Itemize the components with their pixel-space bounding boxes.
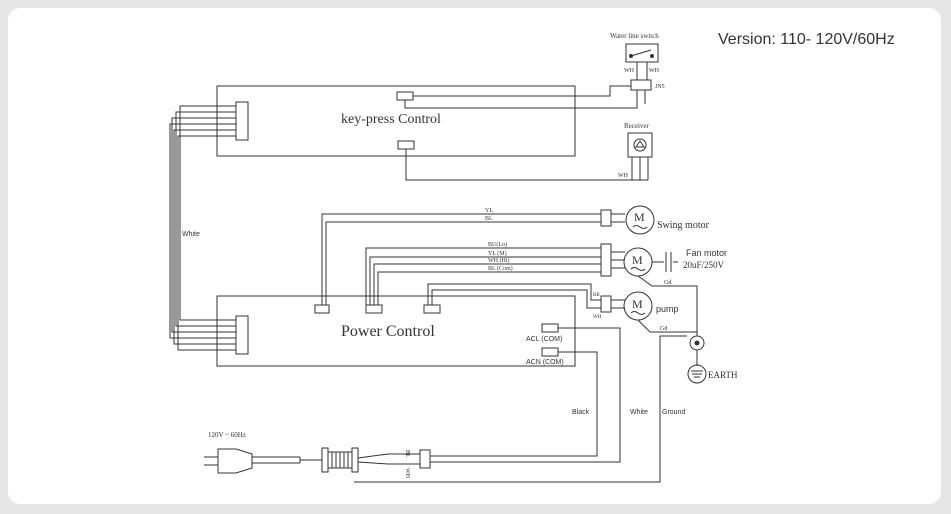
power-board-label: Power Control: [341, 323, 435, 340]
water-switch-wire-right: WH: [649, 68, 660, 74]
earth-label: EARTH: [708, 370, 738, 380]
wire-black-label: Black: [572, 409, 590, 416]
keypress-board-label: key-press Control: [341, 112, 441, 127]
jn5-connector: [630, 79, 652, 91]
fan-wire-com: BL (Com): [488, 265, 513, 272]
wire-ground-label: Ground: [662, 409, 685, 416]
water-switch-wire-left: WH: [624, 68, 635, 74]
swing-motor-icon: [625, 205, 655, 235]
power-connector-fan: [365, 304, 383, 314]
acl-terminal: [541, 323, 559, 333]
fan-wire-m: YL (M): [488, 250, 507, 257]
water-switch-body: [625, 43, 659, 63]
wire-white-label: White: [630, 409, 648, 416]
plug-wire-wh: WH: [404, 468, 410, 479]
receiver-wire-label: WH: [618, 173, 629, 179]
pump-motor-symbol: M: [632, 297, 643, 311]
power-harness-connector: [235, 315, 249, 355]
wiring-diagram: Version: 110- 120V/60Hz key-press Contro…: [169, 31, 895, 483]
receiver-sensor-icon: [633, 138, 647, 152]
jn5-label: JN5: [655, 84, 665, 90]
earth-symbol-icon: [687, 364, 707, 384]
white-harness: [169, 105, 236, 351]
pump-label: pump: [656, 304, 679, 314]
fan-wire-lo: BU(Lo): [488, 241, 507, 248]
fan-motor-label: Fan motor: [686, 248, 727, 258]
version-label: Version: 110- 120V/60Hz: [718, 31, 895, 48]
fan-capacitor-label: 20uF/250V: [683, 260, 725, 270]
keypress-board: [216, 85, 576, 157]
swing-wire-bl: BL: [485, 216, 493, 222]
fan-wire-hi: WH (Hi): [488, 257, 510, 264]
fan-motor-symbol: M: [632, 253, 643, 267]
power-plug-icon: [204, 448, 301, 474]
harness-label: White: [182, 231, 200, 238]
cord-strain-relief-icon: [300, 447, 359, 473]
power-board: [216, 295, 576, 367]
keypress-harness-connector: [235, 101, 249, 141]
diagram-frame: Version: 110- 120V/60Hz key-press Contro…: [8, 8, 941, 504]
receiver-title: Receiver: [624, 122, 650, 130]
keypress-bottom-connector: [397, 140, 415, 150]
power-connector-pump: [423, 304, 441, 314]
plug-wire-bl: BL: [404, 450, 410, 458]
swing-connector: [600, 209, 612, 227]
swing-wire-yl: YL: [485, 208, 493, 214]
acl-label: ACL (COM): [526, 336, 562, 343]
power-connector-swing: [314, 304, 330, 314]
acn-terminal: [541, 347, 559, 357]
mains-terminal-block: [419, 449, 431, 469]
acn-label: ACN (COM): [526, 359, 564, 366]
fan-ground-label: Gd: [664, 280, 671, 286]
pump-wire-br: BR: [593, 293, 600, 298]
fan-capacitor-icon: [652, 252, 678, 272]
receiver-body: [627, 132, 653, 158]
pump-ground-label: Gd: [660, 326, 667, 332]
keypress-top-connector: [396, 91, 414, 101]
swing-motor-symbol: M: [634, 210, 645, 224]
fan-connector: [600, 243, 612, 277]
power-rating: 120V ~ 60Hz: [208, 431, 246, 439]
swing-motor-label: Swing motor: [657, 220, 710, 231]
pump-wire-wh: WH: [593, 315, 602, 320]
pump-connector: [600, 295, 612, 313]
water-switch-title: Water line switch: [610, 32, 659, 40]
